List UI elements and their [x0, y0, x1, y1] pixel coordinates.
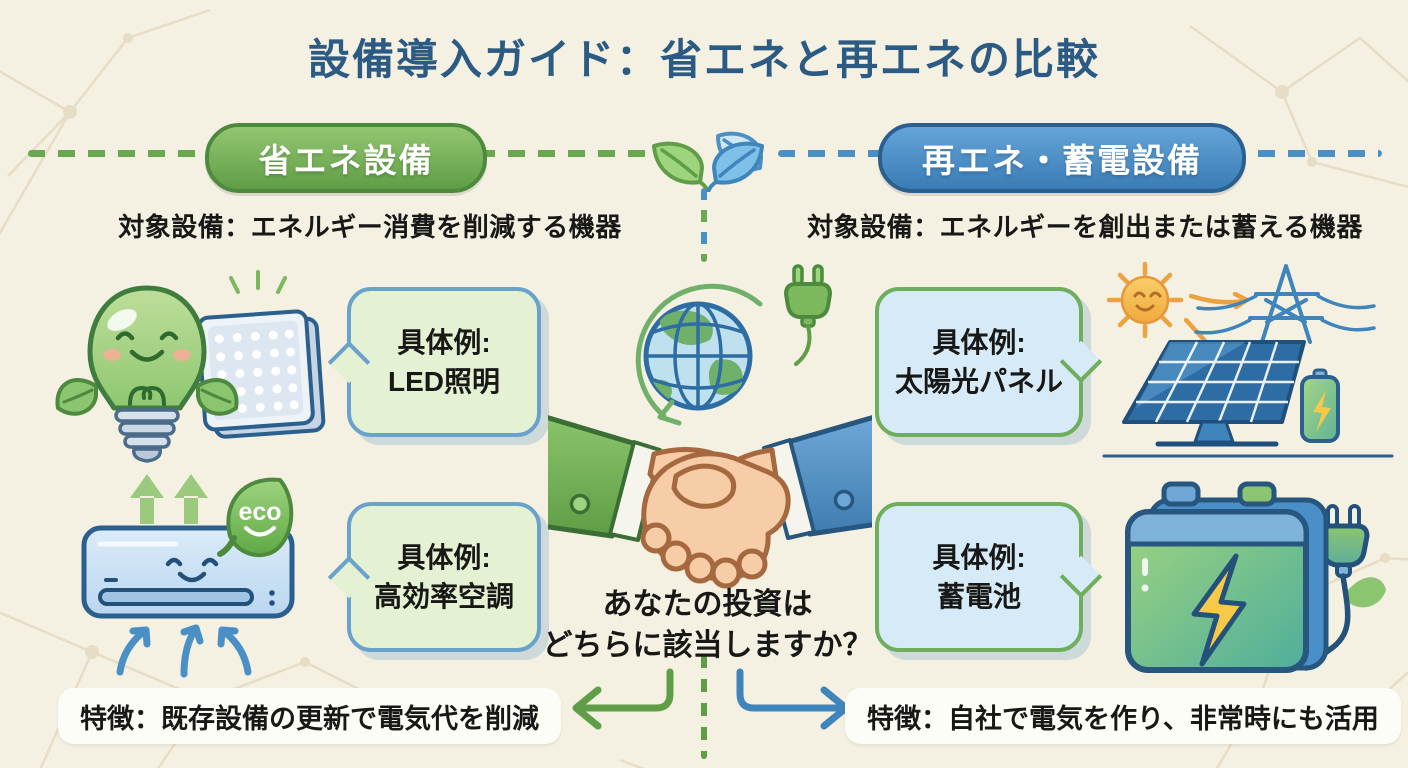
recycle-arrow	[635, 283, 763, 419]
example-name: 高効率空調	[373, 581, 514, 612]
example-name: LED照明	[387, 366, 500, 397]
storage-battery-icon	[1125, 481, 1386, 673]
leaf-right	[196, 378, 239, 416]
bulb	[87, 285, 207, 411]
badge-energy-saving: 省エネ設備	[205, 123, 487, 193]
handshake-globe-illustration	[548, 264, 872, 589]
bulb-base	[114, 408, 180, 463]
sprout-leaves-icon	[652, 141, 764, 192]
led-lightbulb-icon	[55, 270, 326, 463]
small-battery-icon	[1300, 368, 1340, 443]
battery-body	[1125, 481, 1329, 673]
example-name: 蓄電池	[936, 581, 1021, 612]
green-up-arrows	[130, 474, 208, 524]
right-feature-text: 特徴：自社で電気を作り、非常時にも活用	[867, 703, 1379, 734]
solar-panel	[1122, 340, 1306, 447]
example-bubble-solar: 具体例: 太陽光パネル	[875, 287, 1103, 437]
leaf-accent	[1348, 577, 1386, 608]
bubble-tail	[1059, 555, 1103, 599]
center-question: あなたの投資は どちらに該当しますか？	[480, 585, 935, 666]
example-bubble-battery: 具体例: 蓄電池	[875, 502, 1103, 652]
led-panel	[196, 309, 326, 439]
right-target-text: 対象設備：エネルギーを創出または蓄える機器	[807, 212, 1363, 242]
example-prefix: 具体例:	[932, 326, 1026, 358]
badge-energy-saving-label: 省エネ設備	[258, 142, 434, 179]
center-dashed-line-bottom	[701, 655, 707, 759]
example-prefix: 具体例:	[932, 541, 1026, 573]
question-line-1: あなたの投資は	[602, 588, 813, 621]
plug-icon	[784, 264, 832, 366]
example-name: 太陽光パネル	[894, 366, 1063, 397]
left-cuff	[608, 440, 662, 542]
left-feature-text: 特徴：既存設備の更新で電気代を削減	[80, 703, 539, 734]
knuckle	[684, 552, 716, 584]
example-bubble-led: 具体例: LED照明	[327, 287, 541, 437]
handshake	[548, 415, 872, 589]
left-feature-pill: 特徴：既存設備の更新で電気代を削減	[58, 688, 561, 744]
page-title: 設備導入ガイド：省エネと再エネの比較	[307, 36, 1100, 83]
example-bubble-hvac: 具体例: 高効率空調	[327, 502, 541, 652]
transmission-tower-icon	[1194, 264, 1376, 344]
left-branch-arrow	[572, 668, 674, 730]
sparkle-lines	[229, 270, 287, 294]
smiling-sun-icon	[1106, 261, 1184, 339]
thumb	[671, 463, 737, 509]
knuckle	[736, 548, 768, 580]
knuckle	[710, 557, 742, 589]
leaf-left	[55, 378, 98, 416]
left-target-text: 対象設備：エネルギー消費を削減する機器	[118, 212, 622, 242]
eco-badge-text: eco	[238, 498, 281, 526]
example-prefix: 具体例:	[397, 326, 491, 358]
right-feature-pill: 特徴：自社で電気を作り、非常時にも活用	[845, 688, 1401, 744]
air-conditioner-icon: eco	[81, 474, 295, 678]
question-line-2: どちらに該当しますか？	[542, 628, 873, 662]
right-button	[833, 489, 855, 511]
example-prefix: 具体例:	[397, 541, 491, 573]
left-button	[569, 493, 591, 515]
badge-renewable-storage: 再エネ・蓄電設備	[878, 123, 1246, 193]
badge-renewable-storage-label: 再エネ・蓄電設備	[922, 142, 1202, 179]
knuckle	[660, 540, 692, 572]
eco-leaf-badge: eco	[217, 477, 294, 557]
solar-panel-icon	[1102, 261, 1394, 458]
blue-airflow-arrows	[116, 624, 252, 678]
knuckle	[640, 522, 672, 554]
globe-icon	[635, 283, 763, 426]
center-dashed-line-top	[701, 188, 707, 262]
